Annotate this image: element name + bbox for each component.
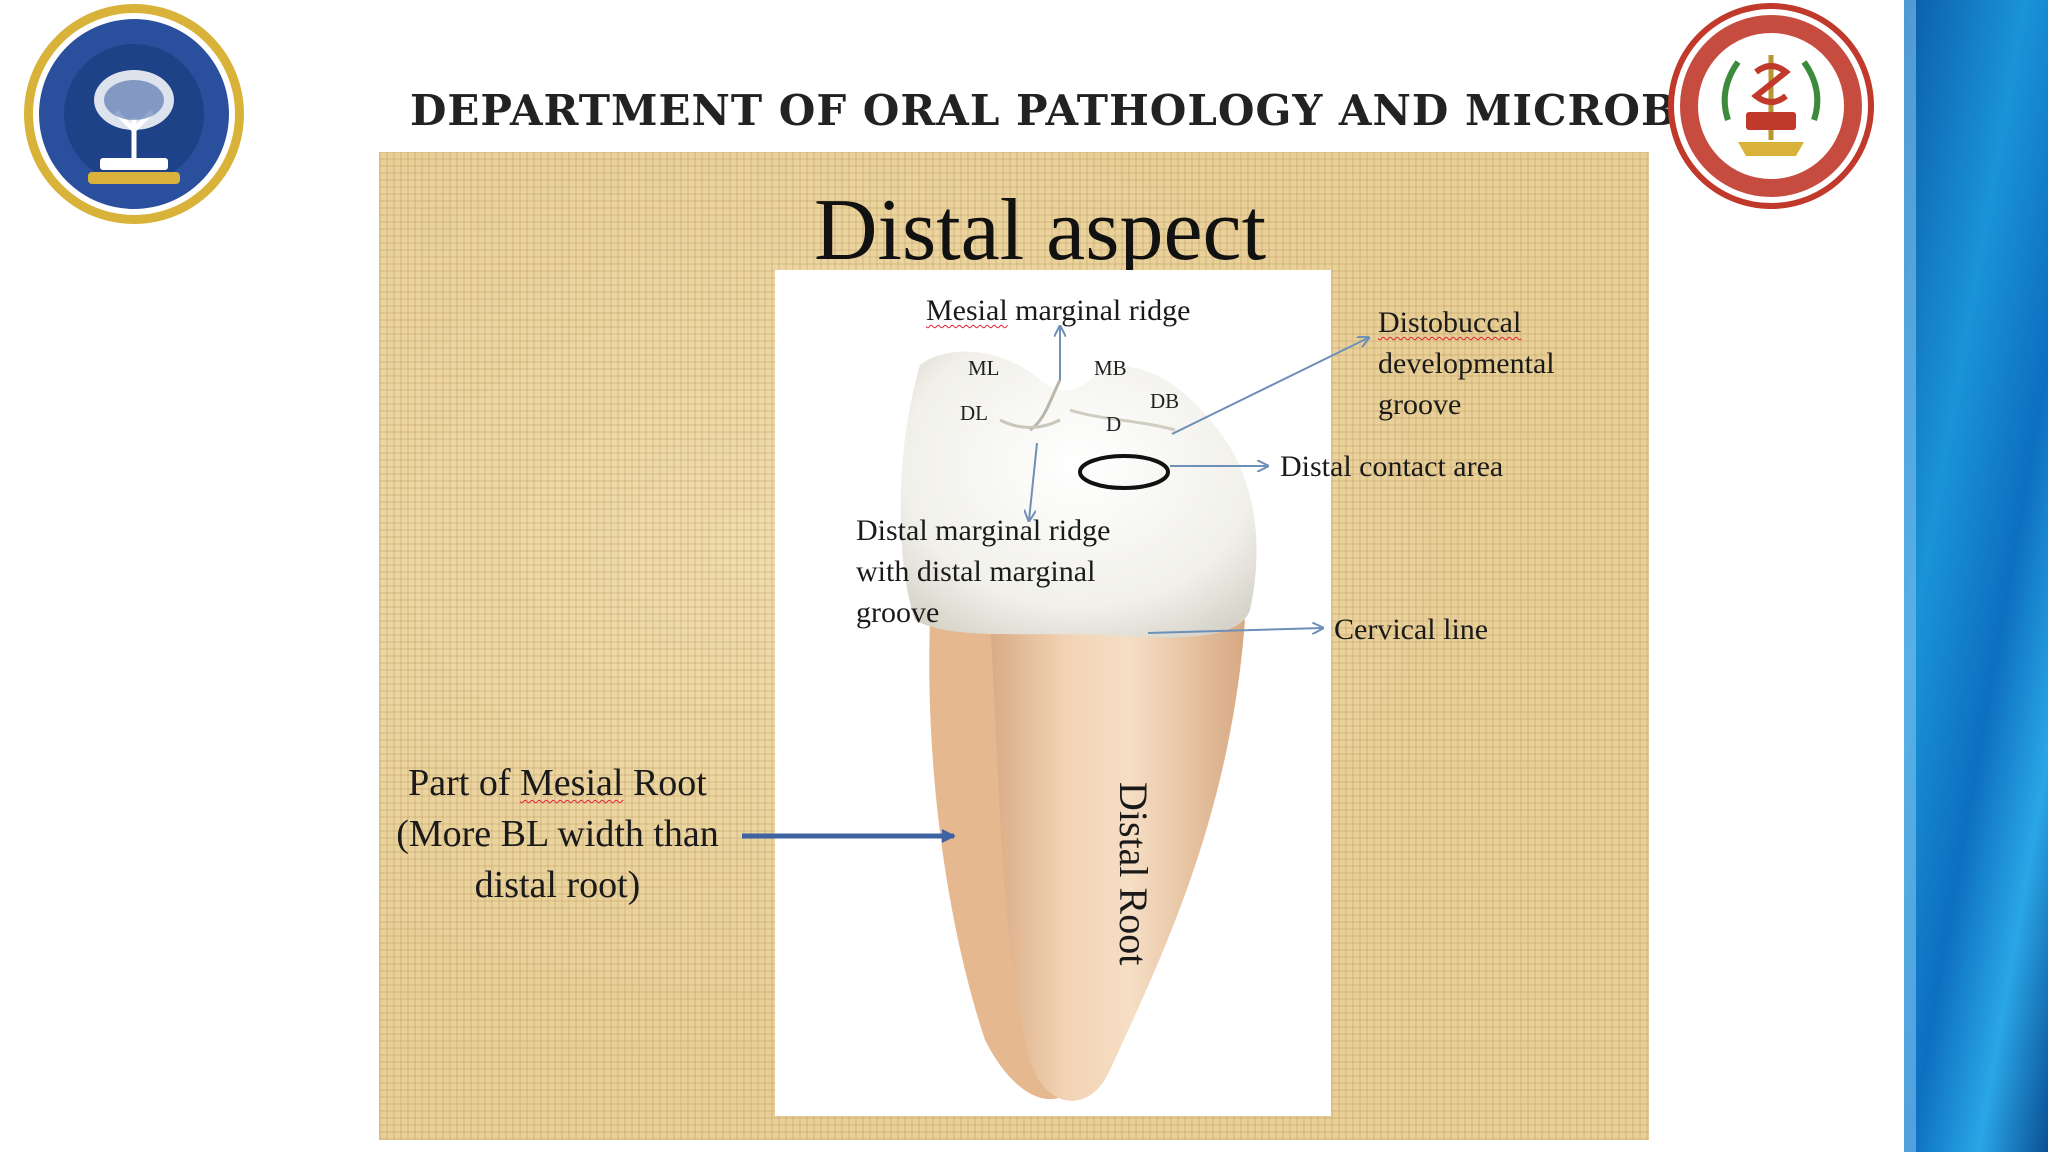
label-distobuccal-groove: Distobuccal developmental groove (1378, 306, 1555, 421)
arrow-distal-marginal-ridge (1029, 442, 1038, 520)
decorative-dna-strip (1904, 0, 2048, 1152)
arrow-cervical-line (1147, 628, 1322, 633)
cusp-label-ml: ML (968, 356, 1000, 380)
cusp-label-db: DB (1150, 389, 1180, 413)
label-distal-contact-area: Distal contact area (1280, 450, 1504, 483)
label-part-of-mesial-root: Part of Mesial Root (More BL width than … (396, 762, 719, 906)
srm-dental-college-logo (1668, 0, 1874, 212)
cusp-label-mb: MB (1094, 356, 1127, 380)
crown-shape (900, 351, 1257, 638)
label-distal-marginal-ridge: Distal marginal ridge with distal margin… (856, 514, 1111, 629)
distal-contact-ellipse (1078, 454, 1170, 490)
department-header: DEPARTMENT OF ORAL PATHOLOGY AND MICROBI… (410, 86, 1872, 135)
distal-root-shape (990, 620, 1245, 1101)
cusp-label-d: D (1106, 412, 1122, 436)
label-distal-root: Distal Root (1111, 782, 1156, 966)
slide-title: Distal aspect (813, 182, 1267, 279)
label-cervical-line: Cervical line (1334, 613, 1489, 646)
srm-university-logo (20, 0, 248, 230)
cusp-label-dl: DL (960, 401, 988, 425)
label-mesial-marginal-ridge: Mesial marginal ridge (926, 294, 1191, 327)
arrow-distobuccal-groove (1171, 338, 1368, 435)
